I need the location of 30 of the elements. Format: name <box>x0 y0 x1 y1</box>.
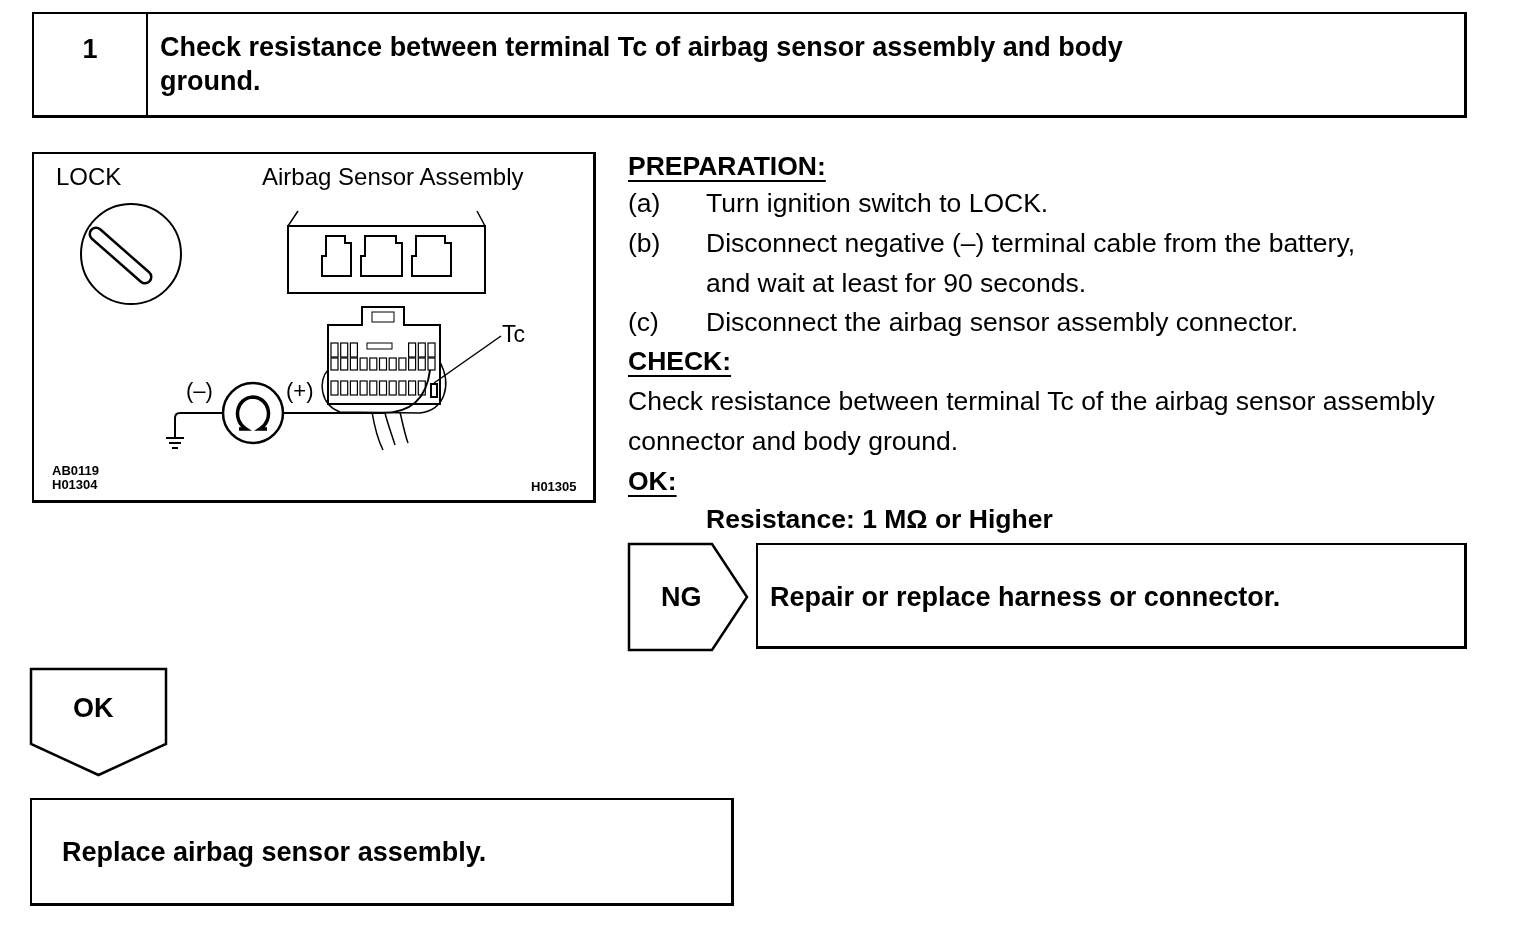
figure-code: AB0119 H01304 <box>52 464 100 492</box>
figure-code: H01305 <box>531 480 577 494</box>
instruction-text: Disconnect the airbag sensor assembly connector. <box>706 306 1299 339</box>
specification-text: Resistance: 1 MΩ or Higher <box>706 503 1053 536</box>
step-header-box <box>32 12 1467 118</box>
result-label: NG <box>661 581 702 613</box>
action-text: Replace airbag sensor assembly. <box>62 836 487 869</box>
step-letter: (c) <box>628 306 659 339</box>
instruction-text: Turn ignition switch to LOCK. <box>706 187 1049 220</box>
polarity-label: (+) <box>286 379 314 402</box>
terminal-label: Tc <box>502 320 525 348</box>
step-letter: (a) <box>628 187 661 220</box>
action-box <box>756 543 1467 649</box>
section-heading: PREPARATION: <box>628 150 826 183</box>
instruction-text: Disconnect negative (–) terminal cable from the battery, and wait at least for 90 seconds. <box>706 227 1357 300</box>
leader-line <box>433 335 502 384</box>
component-label: Airbag Sensor Assembly <box>262 164 524 189</box>
section-heading: OK: <box>628 465 677 498</box>
step-letter: (b) <box>628 227 661 260</box>
result-label: OK <box>73 692 114 724</box>
switch-label: LOCK <box>56 164 122 189</box>
step-number-cell: 1 <box>34 14 148 115</box>
action-text: Repair or replace harness or connector. <box>770 581 1281 614</box>
instruction-text: Check resistance between terminal Tc of the airbag sensor assembly connector and body ground. <box>628 385 1436 458</box>
step-heading: Check resistance between terminal Tc of airbag sensor assembly and body ground. <box>160 31 1124 98</box>
section-heading: CHECK: <box>628 345 732 378</box>
terminal-pin <box>430 383 438 398</box>
polarity-label: (–) <box>186 379 213 402</box>
action-box <box>30 798 734 906</box>
illustration-frame <box>32 152 596 503</box>
